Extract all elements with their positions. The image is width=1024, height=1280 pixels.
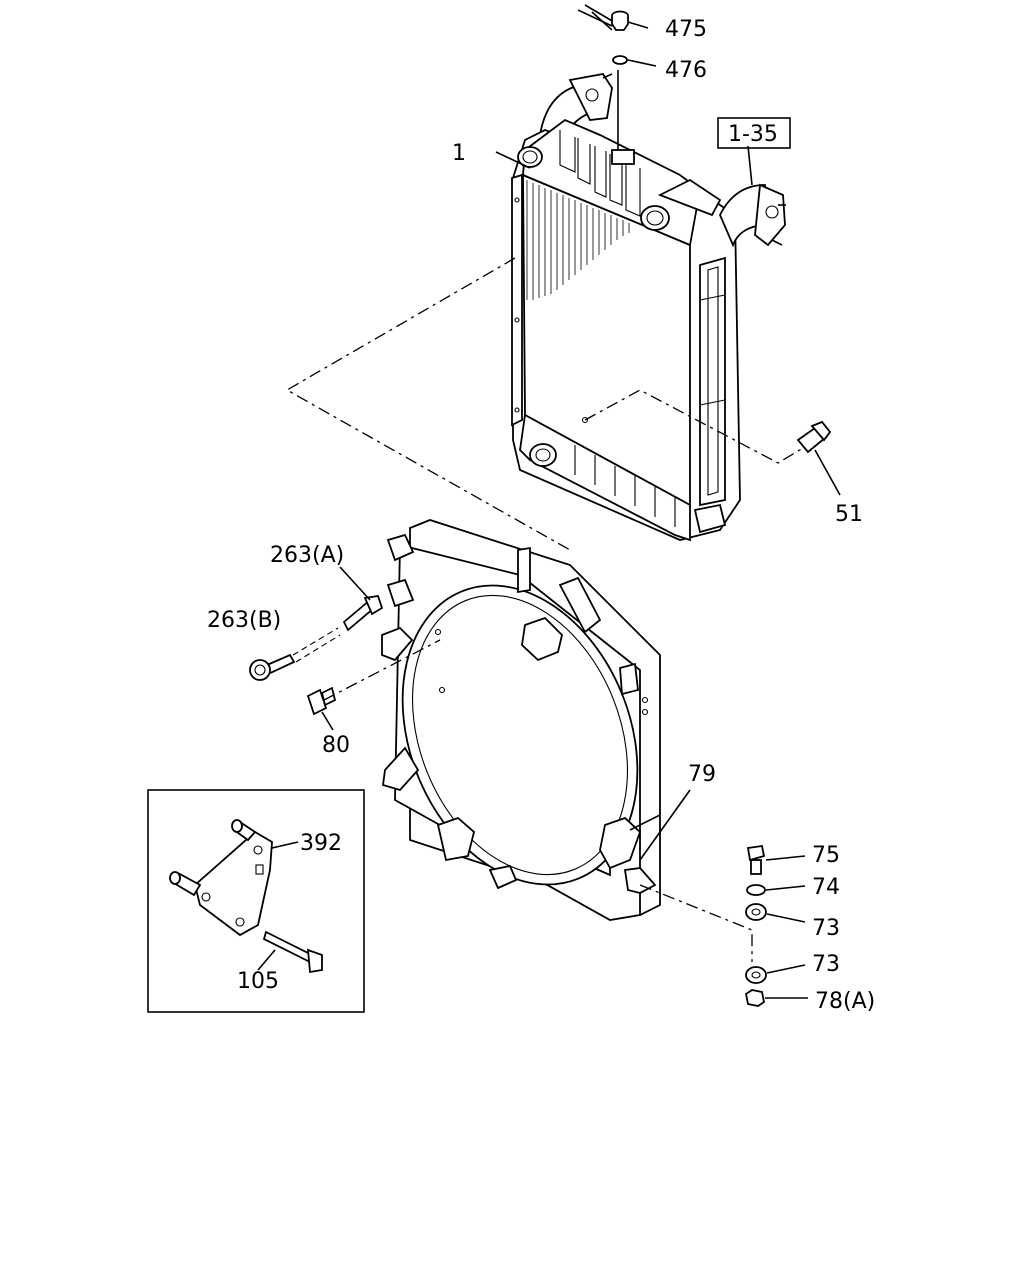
radiator-core-fins [526, 180, 630, 300]
radiator-upper-pipe-right [640, 178, 722, 231]
inset-detail-box [147, 789, 365, 1013]
drain-cock-51 [796, 420, 841, 496]
radiator-filler-neck [611, 70, 635, 165]
callout-75: 75 [812, 843, 840, 868]
radiator-inlet-pipe [538, 73, 613, 142]
bolt-80 [306, 686, 337, 731]
callout-263a: 263(A) [270, 543, 344, 568]
callout-74: 74 [812, 875, 840, 900]
callout-105: 105 [237, 969, 279, 994]
callout-1-35-box [717, 117, 791, 149]
radiator-right-side-rail [699, 256, 726, 507]
fan-shroud-assembly [381, 519, 661, 921]
callout-1: 1 [452, 141, 466, 166]
callout-1-35: 1-35 [728, 122, 778, 147]
lower-tank-ribs [574, 445, 676, 527]
nut-78a [744, 989, 808, 1007]
bolt-263b [249, 627, 341, 681]
radiator-lower-tank [519, 413, 691, 542]
callout-392: 392 [300, 831, 342, 856]
callout-263b: 263(B) [207, 608, 281, 633]
callout-73-lower: 73 [812, 952, 840, 977]
radiator-bottom-bracket [693, 503, 727, 534]
bushing-73-lower [745, 964, 806, 984]
radiator-cap-475 [577, 4, 649, 31]
callout-475: 475 [665, 17, 707, 42]
dashed-reference-lines [285, 145, 804, 962]
radiator-left-side-rail [511, 173, 523, 427]
callout-78a: 78(A) [815, 989, 875, 1014]
drain-hole [581, 416, 589, 424]
bolt-75 [746, 844, 806, 875]
radiator-assembly [511, 70, 786, 542]
upper-tank-ribs [559, 130, 641, 217]
callout-51: 51 [835, 502, 863, 527]
radiator-outlet-pipe [719, 183, 786, 248]
radiator-upper-pipe-left [517, 146, 543, 168]
callout-476: 476 [665, 58, 707, 83]
radiator-lower-pipe [529, 443, 557, 467]
bolt-263a [339, 566, 384, 632]
bushing-73-upper [745, 903, 806, 923]
washer-74 [746, 884, 806, 896]
callout-79: 79 [688, 762, 716, 787]
callout-73-upper: 73 [812, 916, 840, 941]
callout-80: 80 [322, 733, 350, 758]
gasket-476 [612, 55, 657, 67]
